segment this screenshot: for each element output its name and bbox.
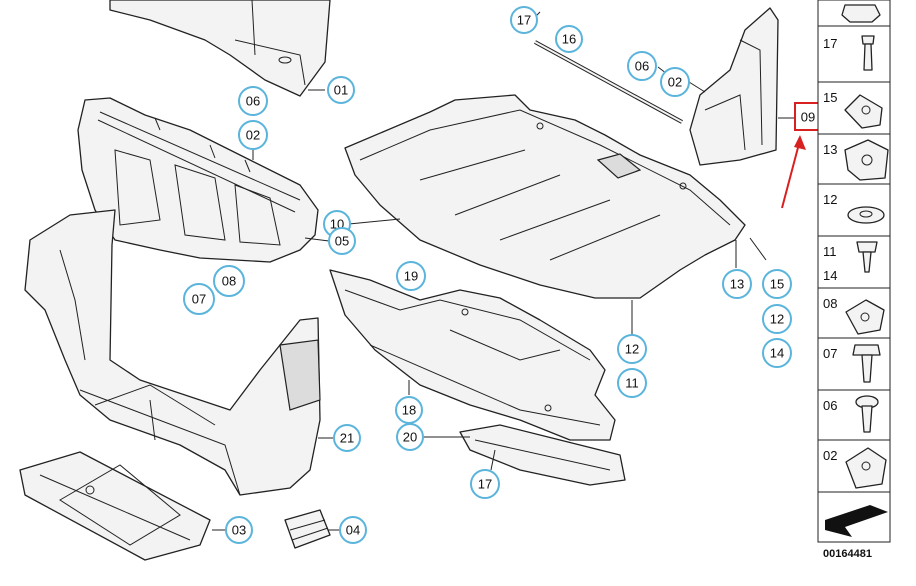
- sidebar-hex-bolt-icon: [852, 344, 881, 383]
- callout-13: 13: [722, 269, 752, 299]
- callout-label: 16: [562, 32, 576, 47]
- callout-label: 06: [246, 94, 260, 109]
- callout-17-bottom: 17: [470, 469, 500, 499]
- sidebar-speed-nut-icon: [845, 447, 887, 489]
- callout-label: 15: [770, 277, 784, 292]
- callout-04: 04: [339, 516, 367, 544]
- callout-label: 18: [402, 403, 416, 418]
- callout-label: 08: [222, 274, 236, 289]
- callout-02-right: 02: [660, 67, 690, 97]
- callout-06-right: 06: [627, 51, 657, 81]
- callout-label: 05: [335, 234, 349, 249]
- callout-label: 11: [625, 376, 639, 391]
- sidebar-clip-rivet-icon: [861, 35, 875, 71]
- sidebar-spring-nut-icon: [844, 94, 883, 129]
- callout-label: 06: [635, 59, 649, 74]
- callouts: 17 16 06 02 01 06 02 10: [183, 6, 792, 544]
- callout-20: 20: [396, 423, 424, 451]
- callout-02-left: 02: [238, 120, 268, 150]
- callout-label: 13: [730, 277, 744, 292]
- callout-label: 04: [346, 523, 360, 538]
- callout-08: 08: [213, 265, 245, 297]
- highlight-label: 09: [801, 110, 815, 125]
- callout-label: 12: [770, 312, 784, 327]
- callout-11: 11: [617, 368, 647, 398]
- callout-label: 14: [770, 346, 784, 361]
- sidebar-number: 11: [823, 244, 837, 259]
- sidebar-number: 06: [823, 398, 837, 413]
- callout-label: 17: [517, 13, 531, 28]
- sidebar-direction-arrow-icon: [825, 505, 888, 537]
- callout-label: 21: [340, 431, 354, 446]
- callout-17-top: 17: [510, 6, 538, 34]
- sidebar-number: 14: [823, 268, 837, 283]
- sidebar-torx-bolt-icon: [855, 395, 879, 433]
- sidebar-nut-icon: [841, 4, 881, 23]
- sidebar-bracket-clip-icon: [844, 139, 889, 181]
- part-05-shroud: [77, 97, 319, 263]
- sidebar-number: 17: [823, 36, 837, 51]
- callout-label: 19: [404, 269, 418, 284]
- part-18-lower-shield: [329, 269, 616, 441]
- part-01-bracket: [109, 0, 331, 97]
- callout-label: 01: [334, 83, 348, 98]
- callout-16: 16: [555, 25, 583, 53]
- callout-06-left: 06: [238, 86, 268, 116]
- parts-sidebar: 17 15 13 12 11 14 08: [817, 0, 891, 560]
- callout-03: 03: [225, 516, 253, 544]
- part-03-plate: [19, 451, 211, 561]
- sidebar-number: 13: [823, 142, 837, 157]
- sidebar-clip-nut-icon: [845, 299, 885, 335]
- callout-05: 05: [328, 227, 356, 255]
- sidebar-screw-icon: [856, 241, 878, 273]
- sidebar-number: 07: [823, 346, 837, 361]
- callout-label: 20: [403, 430, 417, 445]
- sidebar-number: 12: [823, 192, 837, 207]
- callout-01: 01: [327, 76, 355, 104]
- callout-07: 07: [183, 283, 215, 315]
- sidebar-number: 08: [823, 296, 837, 311]
- callout-label: 02: [668, 75, 682, 90]
- part-09-side-panel: [689, 7, 779, 166]
- part-10-underbody-shield: [344, 94, 746, 299]
- part-17-bracket: [459, 424, 626, 486]
- highlight-09: 09: [778, 102, 823, 209]
- sidebar-number: 02: [823, 448, 837, 463]
- callout-18: 18: [395, 396, 423, 424]
- part-16-rod: [534, 40, 683, 124]
- sidebar-number: 15: [823, 90, 837, 105]
- part-21-air-duct: [24, 209, 321, 496]
- callout-15: 15: [762, 269, 792, 299]
- callout-label: 12: [625, 342, 639, 357]
- callout-label: 02: [246, 128, 260, 143]
- callout-19: 19: [396, 261, 426, 291]
- callout-21: 21: [333, 424, 361, 452]
- part-04-clip: [284, 509, 331, 549]
- callout-label: 17: [478, 477, 492, 492]
- sidebar-washer-icon: [847, 206, 885, 224]
- callout-label: 03: [232, 523, 246, 538]
- callout-12-right: 12: [762, 304, 792, 334]
- document-id: 00164481: [823, 548, 872, 560]
- red-arrowhead-icon: [794, 135, 806, 150]
- callout-label: 07: [192, 292, 206, 307]
- red-arrow-icon: [781, 139, 801, 209]
- callout-14: 14: [762, 338, 792, 368]
- callout-12-middle: 12: [617, 334, 647, 364]
